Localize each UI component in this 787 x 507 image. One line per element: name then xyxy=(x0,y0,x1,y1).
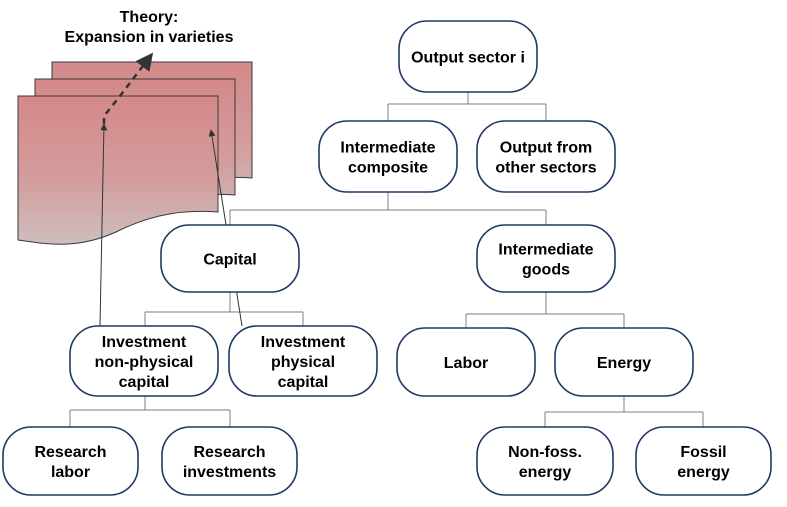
tree-connectors xyxy=(69,92,704,427)
node-research-labor-label-2: labor xyxy=(51,464,90,481)
node-investment-nonphysical-label-2: non-physical xyxy=(95,354,194,371)
arrow-nonphysical-to-theory xyxy=(99,123,108,327)
node-intermediate-goods-label-2: goods xyxy=(522,262,570,279)
node-output-other-sectors-label-1: Output from xyxy=(500,140,592,157)
node-research-labor-box xyxy=(2,426,139,496)
node-labor: Labor xyxy=(396,327,536,397)
nodes-layer: Output sector i Intermediate composite Outp… xyxy=(2,20,772,496)
node-nonfossil-energy-label-1: Non-foss. xyxy=(508,444,582,461)
node-research-investments: Research investments xyxy=(161,426,298,496)
node-capital-label-1: Capital xyxy=(203,252,256,269)
node-nonfossil-energy-box xyxy=(476,426,614,496)
node-fossil-energy-box xyxy=(635,426,772,496)
node-research-labor-label-1: Research xyxy=(34,444,106,461)
node-intermediate-composite-box xyxy=(318,120,458,193)
node-research-investments-label-2: investments xyxy=(183,464,276,481)
node-research-labor: Research labor xyxy=(2,426,139,496)
node-intermediate-composite-label-2: composite xyxy=(348,160,428,177)
node-intermediate-goods-label-1: Intermediate xyxy=(498,242,593,259)
node-labor-box xyxy=(396,327,536,397)
node-nonfossil-energy: Non-foss. energy xyxy=(476,426,614,496)
node-fossil-energy: Fossil energy xyxy=(635,426,772,496)
node-investment-physical-label-1: Investment xyxy=(261,334,346,351)
dashed-arrow-to-theory xyxy=(102,52,154,124)
node-energy: Energy xyxy=(554,327,694,397)
node-labor-label-1: Labor xyxy=(444,355,488,372)
node-output-sector: Output sector i xyxy=(398,20,538,93)
node-output-sector-label-1: Output sector i xyxy=(411,50,525,67)
node-output-other-sectors-label-2: other sectors xyxy=(495,160,596,177)
node-research-investments-label-1: Research xyxy=(193,444,265,461)
node-output-other-sectors: Output from other sectors xyxy=(476,120,616,193)
node-investment-nonphysical-box xyxy=(69,325,219,397)
node-fossil-energy-label-1: Fossil xyxy=(680,444,726,461)
node-intermediate-composite-label-1: Intermediate xyxy=(340,140,435,157)
node-nonfossil-energy-label-2: energy xyxy=(519,464,572,481)
node-capital-box xyxy=(160,224,300,293)
node-capital: Capital xyxy=(160,224,300,293)
node-intermediate-composite: Intermediate composite xyxy=(318,120,458,193)
theory-line2: Expansion in varieties xyxy=(65,29,234,46)
node-output-other-sectors-box xyxy=(476,120,616,193)
node-output-sector-box xyxy=(398,20,538,93)
node-research-investments-box xyxy=(161,426,298,496)
node-investment-physical-label-2: physical xyxy=(271,354,335,371)
node-investment-nonphysical: Investment non-physical capital xyxy=(69,325,219,397)
node-investment-physical-box xyxy=(228,325,378,397)
stacked-documents-icon xyxy=(17,61,253,245)
node-investment-physical-label-3: capital xyxy=(278,374,329,391)
node-intermediate-goods-box xyxy=(476,224,616,293)
node-energy-box xyxy=(554,327,694,397)
node-intermediate-goods: Intermediate goods xyxy=(476,224,616,293)
node-investment-nonphysical-label-3: capital xyxy=(119,374,170,391)
theory-line1: Theory: xyxy=(120,9,179,26)
node-investment-nonphysical-label-1: Investment xyxy=(102,334,187,351)
node-energy-label-1: Energy xyxy=(597,355,651,372)
theory-label: Theory: Expansion in varieties xyxy=(65,9,234,46)
node-fossil-energy-label-2: energy xyxy=(677,464,730,481)
node-investment-physical: Investment physical capital xyxy=(228,325,378,397)
